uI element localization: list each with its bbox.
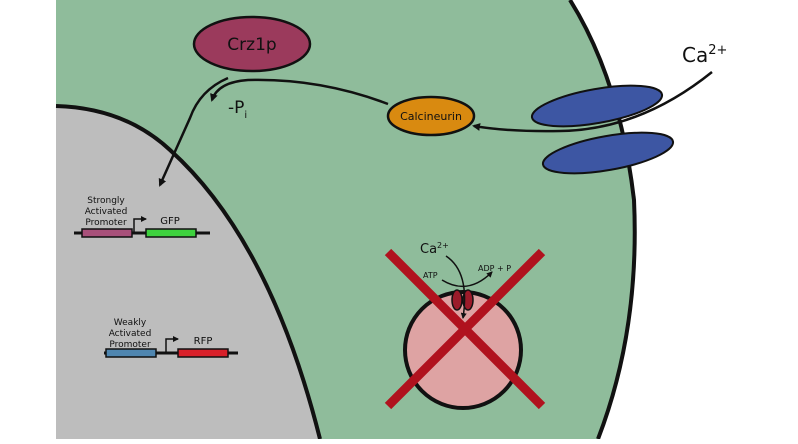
weak-promoter-label-3: Promoter bbox=[109, 340, 151, 350]
gfp-label: GFP bbox=[160, 216, 180, 227]
adp-label: ADP + P bbox=[478, 264, 511, 273]
strong-promoter bbox=[81, 228, 133, 238]
calcineurin-node: Calcineurin bbox=[386, 95, 476, 137]
atp-label: ATP bbox=[423, 271, 438, 280]
dephos-text: -P bbox=[228, 98, 244, 118]
calcineurin-label: Calcineurin bbox=[400, 110, 462, 123]
ion-channel-icon bbox=[530, 84, 675, 175]
atp-hydrolysis-arrow bbox=[441, 271, 493, 288]
cross-out-icon bbox=[384, 248, 546, 410]
weak-promoter-label-2: Activated bbox=[109, 329, 152, 339]
rfp-gene bbox=[177, 348, 229, 358]
transcription-start-arrow-icon bbox=[165, 336, 179, 353]
weak-promoter bbox=[105, 348, 157, 358]
nuclear-envelope bbox=[55, 104, 322, 440]
strong-promoter-label-3: Promoter bbox=[85, 218, 127, 228]
nuclear-import-arrow bbox=[158, 76, 229, 187]
strong-promoter-label-1: Strongly bbox=[87, 196, 125, 206]
calcium-pump-icon bbox=[451, 289, 474, 311]
cell-membrane bbox=[568, 0, 637, 440]
calcium-charge: 2+ bbox=[708, 43, 727, 58]
calcium-label: Ca2+ bbox=[682, 43, 727, 67]
calcium-influx-arrow bbox=[472, 71, 713, 133]
vacuole bbox=[403, 290, 523, 410]
crz1p-label: Crz1p bbox=[227, 35, 276, 55]
strong-promoter-label-2: Activated bbox=[85, 207, 128, 217]
crz1p-node: Crz1p bbox=[192, 15, 312, 73]
vacuole-calcium-charge: 2+ bbox=[437, 241, 449, 250]
gfp-construct: Strongly Activated Promoter GFP bbox=[74, 196, 210, 238]
dephosphorylation-arrow bbox=[210, 78, 389, 106]
transcription-start-arrow-icon bbox=[133, 216, 147, 233]
rfp-label: RFP bbox=[194, 336, 213, 347]
rfp-construct: Weakly Activated Promoter RFP bbox=[104, 318, 238, 358]
vacuole-calcium-arrow bbox=[445, 255, 467, 319]
vacuole-calcium-label: Ca2+ bbox=[420, 241, 449, 257]
weak-promoter-label-1: Weakly bbox=[114, 318, 147, 328]
dephos-sub: i bbox=[244, 110, 247, 121]
vacuole-calcium-text: Ca bbox=[420, 242, 437, 257]
calcium-text: Ca bbox=[682, 43, 708, 67]
gfp-gene bbox=[145, 228, 197, 238]
dephosphorylation-label: -Pi bbox=[228, 98, 247, 121]
